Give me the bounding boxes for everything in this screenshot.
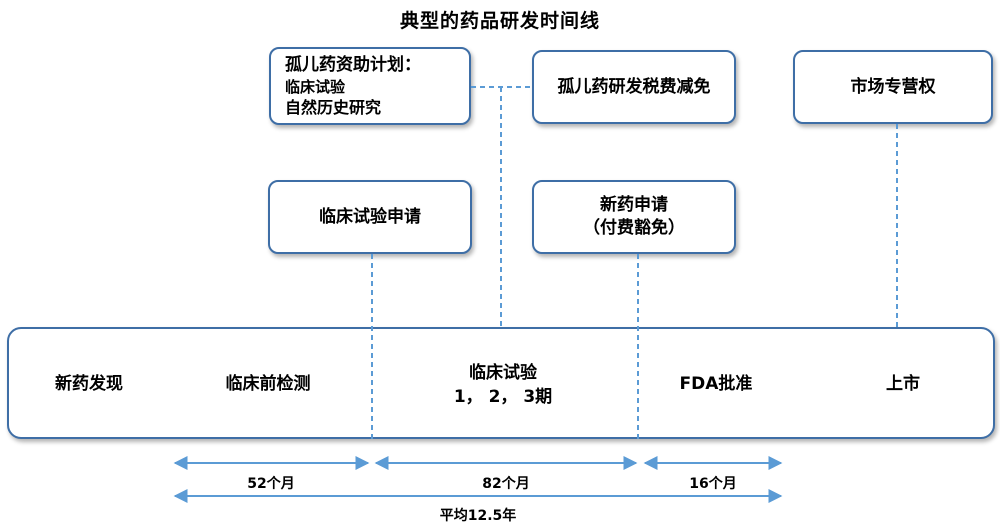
nda-label: 新药申请 <box>600 195 668 216</box>
nda-box: 新药申请 （付费豁免） <box>532 180 736 254</box>
stage-clinical-label: 临床试验 <box>468 363 537 383</box>
duration-preclinical: 52个月 <box>247 476 295 492</box>
duration-clinical: 82个月 <box>482 476 530 492</box>
stage-launch: 上市 <box>886 374 920 394</box>
orphan-grant-item-natural-history: 自然历史研究 <box>285 97 382 117</box>
orphan-tax-credit-label: 孤儿药研发税费减免 <box>557 76 711 97</box>
stage-clinical-phases: 1， 2， 3期 <box>453 386 553 407</box>
orphan-grant-heading: 孤儿药资助计划： <box>285 54 421 75</box>
duration-total: 平均12.5年 <box>439 508 517 524</box>
orphan-grant-item-clinical: 临床试验 <box>285 77 346 96</box>
market-exclusivity-box: 市场专营权 <box>793 50 993 124</box>
stage-discovery: 新药发现 <box>55 374 123 394</box>
ind-label: 临床试验申请 <box>319 206 421 227</box>
timeline-bar <box>7 327 995 439</box>
ind-box: 临床试验申请 <box>268 180 472 254</box>
market-exclusivity-label: 市场专营权 <box>850 76 936 97</box>
stage-fda-approval: FDA批准 <box>679 374 753 394</box>
stage-preclinical: 临床前检测 <box>225 374 311 394</box>
stage-clinical: 临床试验 1， 2， 3期 <box>454 362 552 410</box>
diagram-title: 典型的药品研发时间线 <box>399 10 600 32</box>
duration-review: 16个月 <box>689 476 737 492</box>
orphan-grant-box: 孤儿药资助计划： 临床试验 自然历史研究 <box>269 47 471 125</box>
orphan-tax-credit-box: 孤儿药研发税费减免 <box>532 50 736 124</box>
nda-fee-waiver-label: （付费豁免） <box>583 218 685 238</box>
